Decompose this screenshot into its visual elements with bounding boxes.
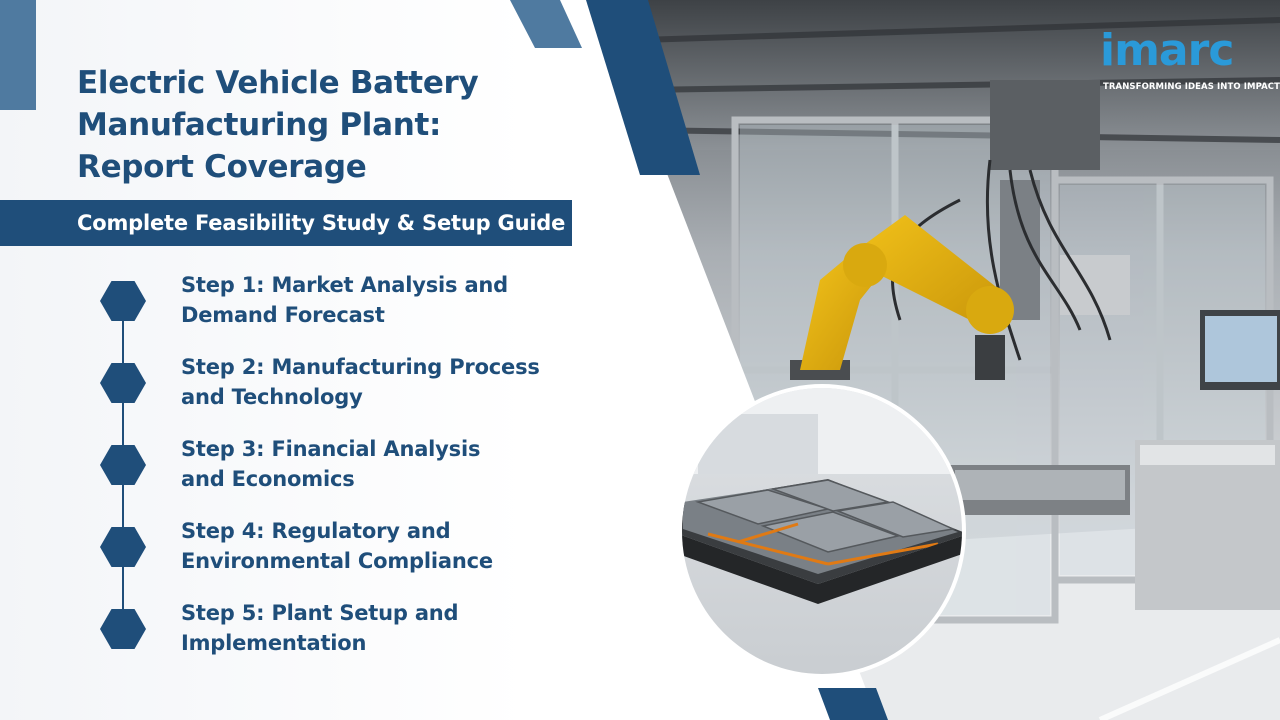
logo-tagline: TRANSFORMING IDEAS INTO IMPACT (1103, 82, 1280, 92)
page-title: Electric Vehicle Battery Manufacturing P… (77, 62, 547, 188)
subtitle: Complete Feasibility Study & Setup Guide (77, 211, 566, 235)
accent-bar (0, 0, 36, 110)
subtitle-band (0, 200, 572, 246)
title-line: Manufacturing Plant: (77, 107, 442, 143)
accent-strip-dark (586, 0, 700, 175)
imarc-logo: imarc TRANSFORMING IDEAS INTO IMPACT (1100, 25, 1280, 96)
hexagon-icon (100, 445, 146, 485)
hexagon-icon (100, 527, 146, 567)
hexagon-icon (100, 281, 146, 321)
accent-strip (510, 0, 582, 48)
battery-pack-photo (678, 384, 966, 678)
logo-wordmark: imarc (1100, 25, 1234, 76)
title-line: Report Coverage (77, 149, 367, 185)
accent-strip-bottom (818, 688, 888, 720)
hexagon-icon (100, 363, 146, 403)
title-line: Electric Vehicle Battery (77, 65, 479, 101)
hexagon-icon (100, 609, 146, 649)
